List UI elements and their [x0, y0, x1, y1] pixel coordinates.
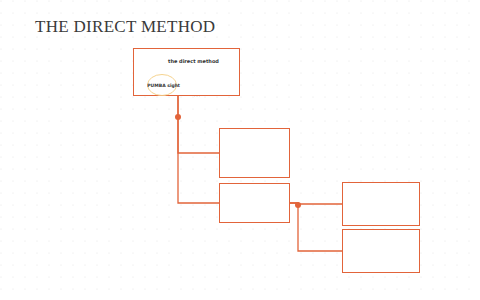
- node-text: PUMBA sight: [147, 83, 180, 88]
- title-slide-box: the direct methodPUMBA sight: [133, 48, 240, 96]
- slide-box: [342, 229, 420, 273]
- branch-dot: [175, 114, 181, 120]
- node-text: the direct method: [168, 58, 219, 64]
- tree-connector: [178, 96, 219, 203]
- tree-connector: [178, 96, 219, 153]
- topic-circle: PUMBA sight: [147, 74, 180, 96]
- page-title: THE DIRECT METHOD: [35, 17, 215, 37]
- branch-dot: [295, 202, 301, 208]
- slide-box: [342, 182, 420, 226]
- slide-box: [219, 183, 290, 223]
- tree-connector: [290, 203, 342, 251]
- slide-box: [219, 128, 290, 178]
